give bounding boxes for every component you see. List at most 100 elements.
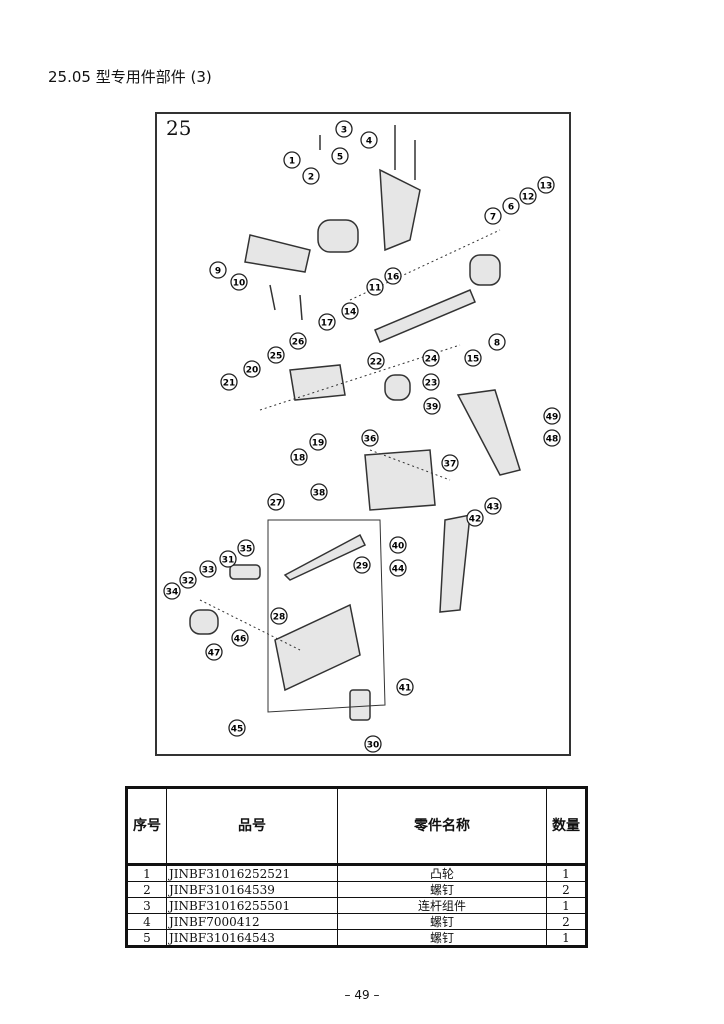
callout-label: 48 (546, 435, 559, 445)
callout-9: 9 (209, 261, 227, 279)
callout-5: 5 (331, 147, 349, 165)
row-quantity: 2 (546, 913, 587, 930)
callout-label: 40 (392, 542, 405, 552)
callout-circle (283, 151, 301, 169)
callout-circle (389, 536, 407, 554)
callout-label: 21 (223, 379, 236, 389)
callout-label: 46 (234, 635, 247, 645)
callout-circle (163, 582, 181, 600)
callout-16: 16 (384, 267, 402, 285)
callout-label: 43 (487, 503, 500, 513)
callout-47: 47 (205, 643, 223, 661)
callout-18: 18 (290, 448, 308, 466)
callout-label: 45 (231, 725, 244, 735)
callout-label: 8 (494, 339, 500, 349)
callout-circle (423, 397, 441, 415)
row-quantity: 1 (546, 897, 587, 914)
callout-35: 35 (237, 539, 255, 557)
callout-41: 41 (396, 678, 414, 696)
callout-circle (484, 207, 502, 225)
row-index: 2 (126, 881, 167, 898)
callout-circle (209, 261, 227, 279)
callout-circle (364, 735, 382, 753)
callout-circle (441, 454, 459, 472)
callout-circle (205, 643, 223, 661)
callout-label: 28 (273, 613, 286, 623)
row-part-name: 凸轮 (337, 864, 547, 882)
callout-8: 8 (488, 333, 506, 351)
callout-circle (384, 267, 402, 285)
figure-number: 25 (166, 116, 192, 140)
callout-25: 25 (267, 346, 285, 364)
callout-label: 19 (312, 439, 325, 449)
callout-circle (519, 187, 537, 205)
callout-circle (484, 497, 502, 515)
callout-11: 11 (366, 278, 384, 296)
row-part-name: 螺钉 (337, 913, 547, 930)
callout-label: 42 (469, 515, 482, 525)
callout-circle (267, 346, 285, 364)
section-title: 25.05 型专用件部件 (3) (48, 68, 212, 86)
callout-label: 44 (392, 565, 405, 575)
callout-6: 6 (502, 197, 520, 215)
callout-circle (302, 167, 320, 185)
table-header-row: 序号 品号 零件名称 数量 (126, 787, 587, 866)
row-part-name: 螺钉 (337, 929, 547, 947)
callout-label: 41 (399, 684, 412, 694)
callout-30: 30 (364, 735, 382, 753)
callout-circle (318, 313, 336, 331)
callout-label: 10 (233, 279, 246, 289)
parts-diagram-frame: 25 (155, 112, 571, 756)
callout-circle (199, 560, 217, 578)
callout-42: 42 (466, 509, 484, 527)
callout-label: 49 (546, 413, 559, 423)
callout-circle (396, 678, 414, 696)
callout-label: 16 (387, 273, 400, 283)
callout-36: 36 (361, 429, 379, 447)
callout-label: 38 (313, 489, 326, 499)
callout-label: 9 (215, 267, 221, 277)
callout-22: 22 (367, 352, 385, 370)
callout-label: 1 (289, 157, 295, 167)
callout-circle (367, 352, 385, 370)
callout-4: 4 (360, 131, 378, 149)
callout-15: 15 (464, 349, 482, 367)
callout-label: 31 (222, 556, 235, 566)
callout-label: 12 (522, 193, 535, 203)
callout-circle (537, 176, 555, 194)
callout-23: 23 (422, 373, 440, 391)
row-part-name: 连杆组件 (337, 897, 547, 914)
callout-45: 45 (228, 719, 246, 737)
row-part-number: JINBF31016255501 (166, 897, 338, 914)
header-part-number: 品号 (166, 787, 338, 866)
callout-39: 39 (423, 397, 441, 415)
row-part-number: JINBF310164539 (166, 881, 338, 898)
callout-label: 5 (337, 153, 343, 163)
callout-circle (230, 273, 248, 291)
callout-label: 34 (166, 588, 179, 598)
callout-label: 33 (202, 566, 215, 576)
callout-20: 20 (243, 360, 261, 378)
callout-label: 7 (490, 213, 496, 223)
row-index: 3 (126, 897, 167, 914)
callout-7: 7 (484, 207, 502, 225)
callout-circle (335, 120, 353, 138)
callout-label: 2 (308, 173, 314, 183)
callout-circle (502, 197, 520, 215)
callout-label: 39 (426, 403, 439, 413)
callout-31: 31 (219, 550, 237, 568)
callout-27: 27 (267, 493, 285, 511)
callout-circle (290, 448, 308, 466)
callout-circle (270, 607, 288, 625)
callout-label: 26 (292, 338, 305, 348)
callout-24: 24 (422, 349, 440, 367)
callout-label: 47 (208, 649, 221, 659)
header-index: 序号 (126, 787, 167, 866)
callout-29: 29 (353, 556, 371, 574)
callout-label: 3 (341, 126, 347, 136)
callout-circle (464, 349, 482, 367)
row-quantity: 1 (546, 864, 587, 882)
row-quantity: 2 (546, 881, 587, 898)
